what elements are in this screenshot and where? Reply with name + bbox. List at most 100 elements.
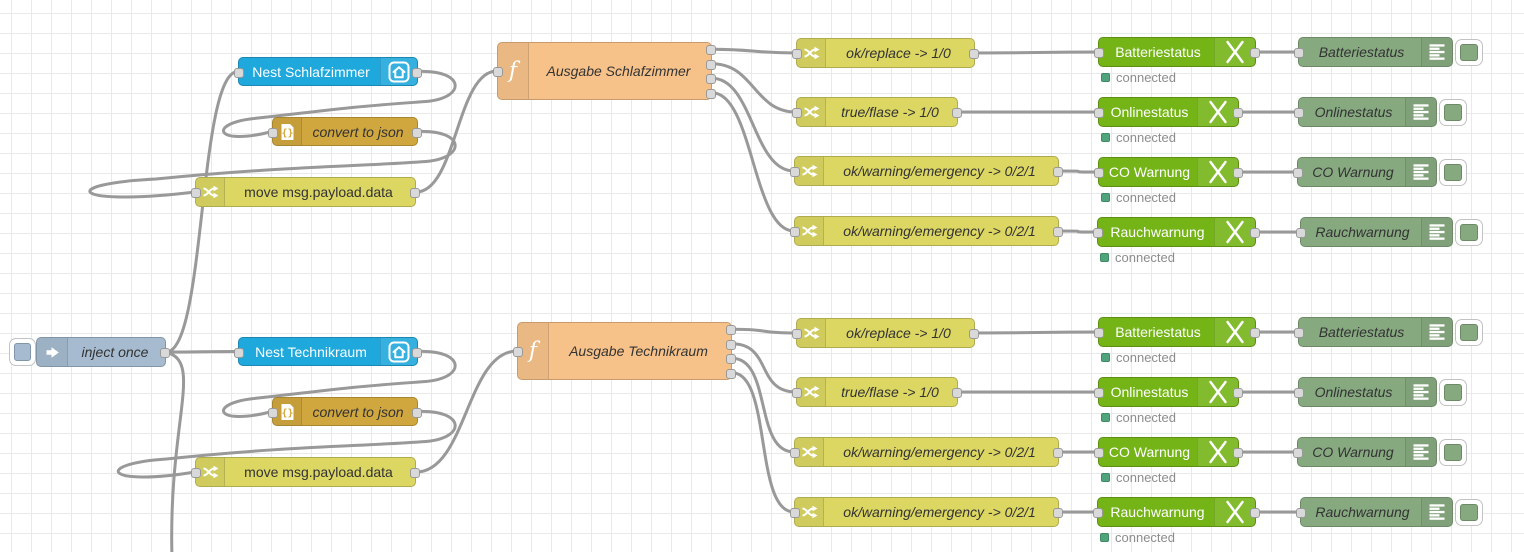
output-port[interactable] [1250, 508, 1260, 518]
debug-toggle-button[interactable] [1439, 159, 1467, 186]
output-port[interactable] [952, 388, 962, 398]
input-port[interactable] [1094, 328, 1104, 338]
node-dbg-t2[interactable]: Onlinestatus [1294, 377, 1467, 407]
wire[interactable] [973, 50, 1100, 55]
input-port[interactable] [191, 188, 201, 198]
input-port[interactable] [1094, 448, 1104, 458]
input-port[interactable] [191, 468, 201, 478]
output-port[interactable] [1233, 388, 1243, 398]
wire[interactable] [973, 330, 1100, 335]
input-port[interactable] [1094, 108, 1104, 118]
node-switch-s1[interactable]: ok/replace -> 1/0 [792, 38, 979, 68]
wire[interactable] [222, 69, 457, 138]
node-switch-s4[interactable]: ok/warning/emergency -> 0/2/1 [790, 216, 1063, 246]
input-port[interactable] [1294, 48, 1304, 58]
output-port[interactable] [726, 339, 736, 350]
input-port[interactable] [1093, 228, 1103, 238]
input-port[interactable] [1094, 168, 1104, 178]
output-port[interactable] [1053, 508, 1063, 518]
output-port[interactable] [726, 325, 736, 336]
node-json-t[interactable]: {}convert to json [268, 397, 422, 426]
output-port[interactable] [706, 59, 716, 70]
input-port[interactable] [1296, 228, 1306, 238]
output-port[interactable] [1250, 328, 1260, 338]
node-switch-t3[interactable]: ok/warning/emergency -> 0/2/1 [790, 437, 1063, 467]
output-port[interactable] [160, 348, 170, 358]
input-port[interactable] [790, 448, 800, 458]
output-port[interactable] [706, 74, 716, 85]
output-port[interactable] [1053, 227, 1063, 237]
debug-toggle-button[interactable] [1439, 439, 1467, 466]
wire[interactable] [710, 47, 798, 55]
wire[interactable] [730, 356, 796, 454]
wire[interactable] [1057, 169, 1100, 174]
wire[interactable] [164, 350, 186, 552]
input-port[interactable] [268, 407, 278, 418]
node-switch-t4[interactable]: ok/warning/emergency -> 0/2/1 [790, 497, 1063, 527]
wire[interactable] [222, 349, 457, 418]
node-dbg-s1[interactable]: Batteriestatus [1294, 37, 1483, 67]
output-port[interactable] [1053, 448, 1063, 458]
output-port[interactable] [412, 127, 422, 138]
wire[interactable] [710, 91, 796, 233]
input-port[interactable] [1294, 388, 1304, 398]
input-port[interactable] [1294, 328, 1304, 338]
output-port[interactable] [706, 45, 716, 56]
wire[interactable] [730, 371, 796, 514]
wire[interactable] [116, 409, 457, 479]
wire[interactable] [730, 327, 798, 335]
node-dbg-s3[interactable]: CO Warnung [1293, 157, 1467, 187]
node-inject[interactable]: inject once [9, 337, 170, 367]
node-dbg-t3[interactable]: CO Warnung [1293, 437, 1467, 467]
wire[interactable] [1057, 229, 1099, 234]
node-dbg-t4[interactable]: Rauchwarnung [1296, 497, 1483, 527]
wire[interactable] [414, 69, 499, 194]
node-nest-s[interactable]: Nest Schlafzimmer [234, 57, 422, 86]
node-dbg-s4[interactable]: Rauchwarnung [1296, 217, 1483, 247]
debug-toggle-button[interactable] [1455, 319, 1483, 346]
debug-toggle-button[interactable] [1439, 99, 1467, 126]
output-port[interactable] [412, 407, 422, 418]
wire[interactable] [414, 349, 519, 474]
input-port[interactable] [790, 227, 800, 237]
input-port[interactable] [1093, 508, 1103, 518]
output-port[interactable] [412, 347, 422, 358]
output-port[interactable] [410, 468, 420, 478]
input-port[interactable] [1296, 508, 1306, 518]
input-port[interactable] [1094, 388, 1104, 398]
output-port[interactable] [412, 67, 422, 78]
inject-button[interactable] [9, 338, 36, 366]
output-port[interactable] [1053, 167, 1063, 177]
output-port[interactable] [1250, 48, 1260, 58]
input-port[interactable] [1293, 448, 1303, 458]
input-port[interactable] [790, 167, 800, 177]
output-port[interactable] [969, 49, 979, 59]
node-json-s[interactable]: {}convert to json [268, 117, 422, 146]
input-port[interactable] [792, 49, 802, 59]
input-port[interactable] [792, 329, 802, 339]
node-nest-t[interactable]: Nest Technikraum [234, 337, 422, 366]
wire[interactable] [710, 76, 796, 173]
input-port[interactable] [1293, 168, 1303, 178]
output-port[interactable] [969, 329, 979, 339]
debug-toggle-button[interactable] [1455, 219, 1483, 246]
output-port[interactable] [1233, 108, 1243, 118]
input-port[interactable] [792, 108, 802, 118]
output-port[interactable] [1250, 228, 1260, 238]
output-port[interactable] [706, 88, 716, 99]
input-port[interactable] [790, 508, 800, 518]
input-port[interactable] [268, 127, 278, 138]
output-port[interactable] [410, 188, 420, 198]
debug-toggle-button[interactable] [1439, 379, 1467, 406]
input-port[interactable] [792, 388, 802, 398]
wire[interactable] [164, 70, 240, 354]
node-switch-t1[interactable]: ok/replace -> 1/0 [792, 318, 979, 348]
wire[interactable] [164, 350, 240, 354]
